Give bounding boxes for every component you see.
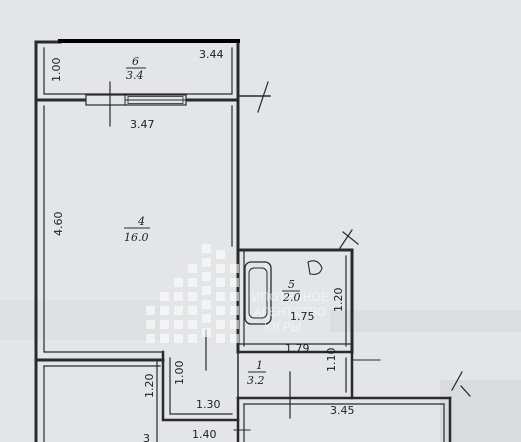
watermark-cell [188,320,197,329]
watermark-cell [216,278,225,287]
room-1-area: 3.2 [247,374,265,387]
watermark-cell [216,292,225,301]
watermark-cell [146,306,155,315]
watermark-cell [216,334,225,343]
watermark-cell [202,300,211,309]
watermark-cell [230,292,239,301]
other-dimensions: 3.45 3 [143,404,355,442]
room-5-area: 2.0 [282,291,301,304]
room-5-labels: 5 2.0 1.75 1.20 [282,278,345,323]
watermark-line-2: АГЕНТСТВО [254,307,327,319]
room-1-labels: 1.79 1 3.2 1.10 1.30 1.00 1.20 1.40 [143,342,338,441]
room-5-number: 5 [288,278,295,291]
watermark-cell [188,292,197,301]
watermark-cell [202,244,211,253]
watermark-cell [160,320,169,329]
watermark-cell [160,306,169,315]
watermark-cell [202,272,211,281]
watermark-cell [216,306,225,315]
watermark-cell [230,334,239,343]
room-4-area: 16.0 [124,231,149,244]
watermark-cell [230,320,239,329]
watermark-text: ИПОТЕЧНОЕ АГЕНТСТВО ЮГРЫ [252,292,329,334]
watermark-cell [160,334,169,343]
watermark-cell [230,278,239,287]
watermark-cell [202,286,211,295]
watermark-cell [160,292,169,301]
room-1-dim-1: 1.79 [285,342,310,355]
room-4-width: 4.60 [52,212,65,237]
watermark-cell [188,306,197,315]
watermark-cell [188,264,197,273]
watermark-logo [146,244,239,343]
watermark-cell [202,258,211,267]
watermark-cell [188,278,197,287]
watermark-cell [216,250,225,259]
room-5-length: 1.75 [290,310,315,323]
watermark-cell [174,292,183,301]
room-6-number: 6 [132,55,139,68]
watermark-cell [216,320,225,329]
walls [34,39,471,442]
watermark-cell [174,278,183,287]
room-4-length: 3.47 [130,118,155,131]
room-1-dim-3: 1.30 [196,398,221,411]
room-1-dim-4: 1.00 [173,361,186,386]
watermark-line-3: ЮГРЫ [264,322,302,334]
watermark-cell [202,314,211,323]
watermark-cell [230,306,239,315]
room-6-width: 1.00 [50,58,63,83]
room-6-labels: 6 3.4 3.44 1.00 [50,48,224,82]
room-1-dim-2: 1.10 [325,348,338,373]
watermark-cell [174,320,183,329]
room-4-labels: 3.47 4 16.0 4.60 [52,118,155,244]
watermark-cell [230,264,239,273]
room-6-area: 3.4 [126,69,144,82]
watermark-cell [146,334,155,343]
sink-fixture [307,260,323,275]
lower-room-length: 3.45 [330,404,355,417]
room-1-dim-6: 1.40 [192,428,217,441]
room-5-width: 1.20 [332,288,345,313]
watermark-cell [174,306,183,315]
watermark-cell [202,328,211,337]
room-1-dim-5: 1.20 [143,374,156,399]
watermark-cell [174,334,183,343]
watermark-cell [216,264,225,273]
watermark-cell [188,334,197,343]
room-6-length: 3.44 [199,48,224,61]
lower-left-room-number: 3 [143,432,150,442]
watermark-cell [146,320,155,329]
bathtub-fixture [244,261,272,325]
room-1-number: 1 [256,359,263,372]
watermark-line-1: ИПОТЕЧНОЕ [252,292,329,304]
room-4-number: 4 [137,215,145,228]
